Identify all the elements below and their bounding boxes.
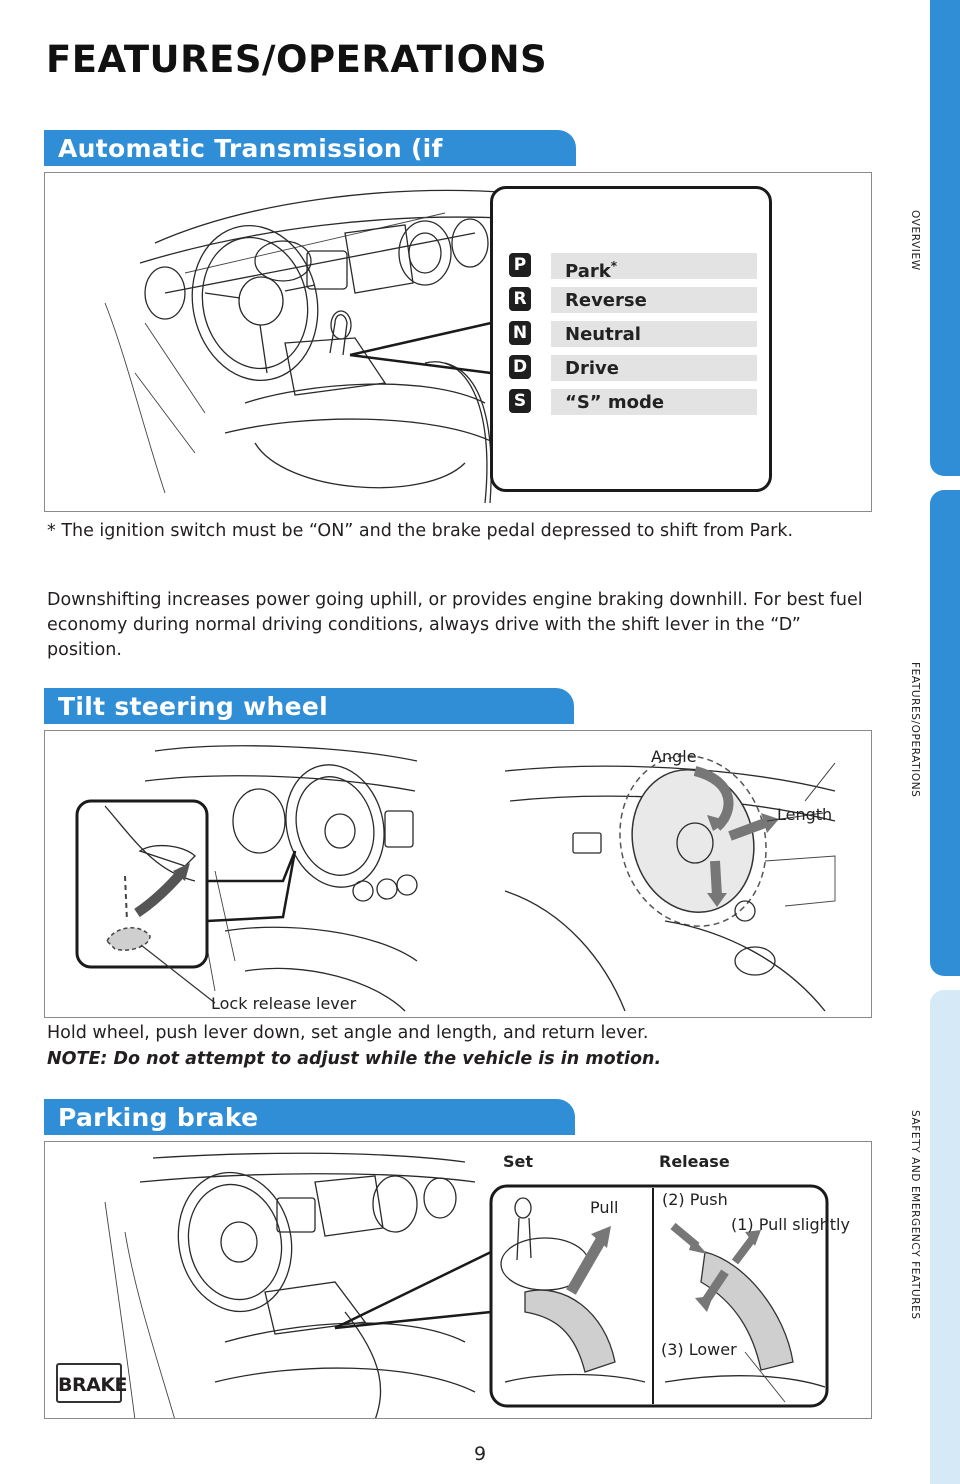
side-label-features: FEATURES/OPERATIONS <box>909 662 921 798</box>
callout-push: (2) Push <box>662 1190 728 1209</box>
parking-figure: Set Release Pull (2) Push (1) Pull sligh… <box>44 1141 872 1419</box>
tilt-illustration <box>75 745 836 1012</box>
callout-lower: (3) Lower <box>661 1340 737 1359</box>
dashboard-illustration <box>104 189 516 504</box>
callout-release: Release <box>659 1152 730 1171</box>
callout-pull-slightly: (1) Pull slightly <box>731 1215 850 1234</box>
parking-illustration <box>104 1152 829 1418</box>
side-label-overview: OVERVIEW <box>909 209 921 271</box>
gear-label: Reverse <box>551 287 757 313</box>
gear-label: Drive <box>551 355 757 381</box>
gear-letter: S <box>509 389 531 413</box>
side-label-safety: SAFETY AND EMERGENCY FEATURES <box>909 1110 921 1320</box>
tab-features-operations[interactable] <box>930 490 960 976</box>
gear-row-neutral: N Neutral <box>509 321 759 347</box>
callout-length: Length <box>777 805 833 824</box>
transmission-footnote: * The ignition switch must be “ON” and t… <box>47 521 794 541</box>
section-header-tilt: Tilt steering wheel <box>44 688 574 724</box>
gear-row-park: P Park* <box>509 253 759 282</box>
gear-row-reverse: R Reverse <box>509 287 759 313</box>
gear-panel: P Park* R Reverse N Neutral D Drive S “S… <box>490 186 772 492</box>
tab-safety-emergency[interactable] <box>930 990 960 1484</box>
gear-letter: R <box>509 287 531 311</box>
section-header-parking: Parking brake <box>44 1099 575 1135</box>
tilt-text: Hold wheel, push lever down, set angle a… <box>47 1023 649 1043</box>
callout-pull: Pull <box>590 1198 619 1217</box>
callout-angle: Angle <box>651 747 697 766</box>
gear-letter: N <box>509 321 531 345</box>
gear-label: Park* <box>551 253 757 282</box>
callout-set: Set <box>503 1152 534 1171</box>
gear-letter: D <box>509 355 531 379</box>
tilt-note: NOTE: Do not attempt to adjust while the… <box>47 1049 662 1069</box>
gear-letter: P <box>509 253 531 277</box>
gear-row-drive: D Drive <box>509 355 759 381</box>
gear-row-s-mode: S “S” mode <box>509 389 759 415</box>
callout-lock-release-lever: Lock release lever <box>211 994 357 1013</box>
tab-overview[interactable] <box>930 0 960 476</box>
gear-label: Neutral <box>551 321 757 347</box>
transmission-text: Downshifting increases power going uphil… <box>47 590 863 660</box>
gear-label: “S” mode <box>551 389 757 415</box>
section-header-transmission: Automatic Transmission (if equipped) <box>44 130 576 201</box>
page-number: 9 <box>473 1443 487 1465</box>
brake-warning-badge: BRAKE <box>56 1363 128 1403</box>
tilt-figure: Lock release lever Angle Length <box>44 730 872 1018</box>
page-title: FEATURES/OPERATIONS <box>46 38 548 81</box>
